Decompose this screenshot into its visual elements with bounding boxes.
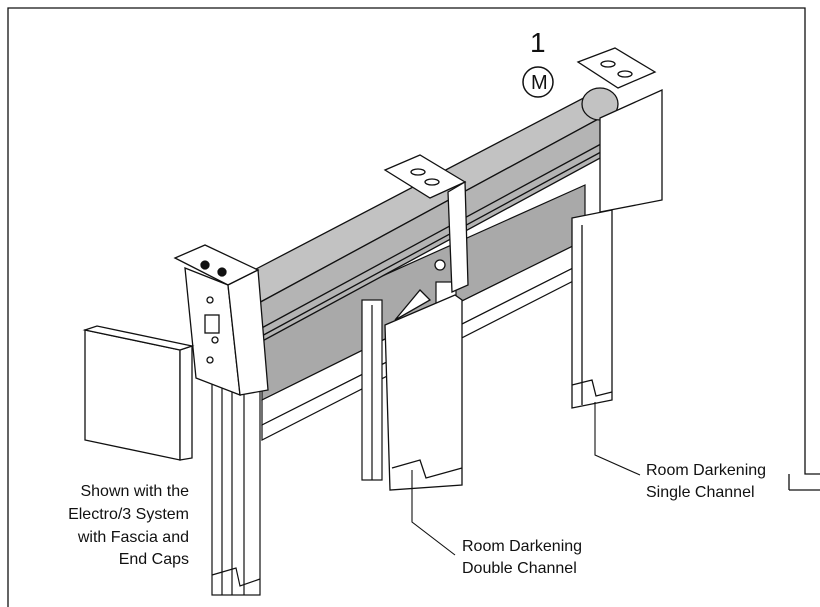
caption-fascia: Shown with the Electro/3 System with Fas… <box>68 483 189 568</box>
label-single-channel: Room Darkening Single Channel <box>646 462 766 501</box>
left-side-channel <box>211 379 261 596</box>
motor-icon <box>522 66 554 98</box>
caption-line-1: Shown with the <box>80 483 189 500</box>
single-channel-line-1: Room Darkening <box>646 462 766 479</box>
single-channel <box>571 88 663 409</box>
caption-line-2: Electro/3 System <box>68 506 189 523</box>
right-bracket <box>576 47 657 89</box>
caption-line-4: End Caps <box>119 551 189 568</box>
double-channel-line-1: Room Darkening <box>462 538 582 555</box>
motor-callout: 1 M <box>522 27 554 98</box>
left-end-bracket <box>173 244 269 396</box>
center-bracket <box>383 154 469 293</box>
label-double-channel: Room Darkening Double Channel <box>462 538 582 577</box>
caption-line-3: with Fascia and <box>77 529 189 546</box>
leader-double-channel <box>411 470 456 556</box>
motor-symbol: M <box>531 72 548 94</box>
double-channel-line-2: Double Channel <box>462 560 577 577</box>
end-cap <box>82 325 195 461</box>
single-channel-line-2: Single Channel <box>646 484 755 501</box>
leader-lines <box>411 402 641 556</box>
double-channel-cover <box>384 289 463 491</box>
leader-single-channel <box>594 402 641 476</box>
page-frame <box>7 7 820 607</box>
callout-number: 1 <box>530 27 546 58</box>
